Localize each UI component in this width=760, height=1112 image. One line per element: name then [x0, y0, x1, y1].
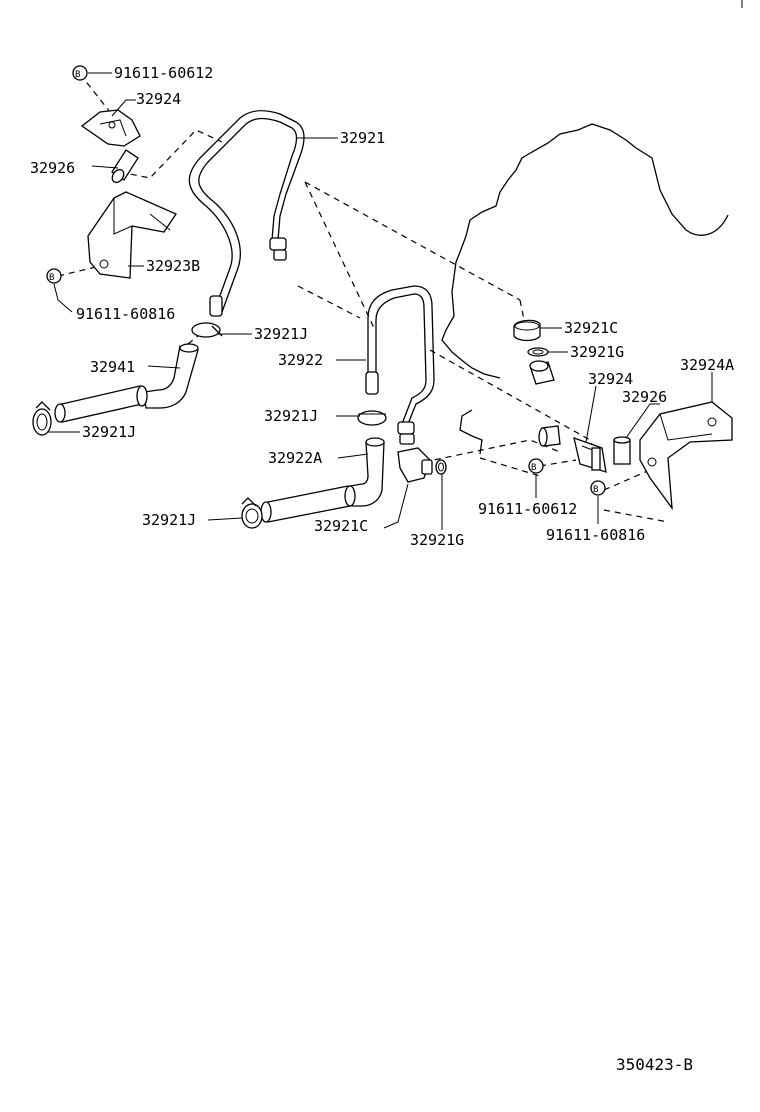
label-32921: 32921 — [340, 129, 385, 147]
bolt-91611-60612-top: B — [72, 65, 88, 81]
bracket-32924-right — [573, 436, 607, 473]
label-32941: 32941 — [90, 358, 135, 376]
svg-text:B: B — [593, 485, 598, 495]
clamp-32921J-3 — [357, 410, 387, 426]
bracket-32924A — [639, 401, 733, 511]
sleeve-32926-top — [111, 149, 139, 184]
clamp-32921J-2 — [32, 401, 52, 436]
label-91611-60816-right: 91611-60816 — [546, 526, 645, 544]
label-32921G-bottom: 32921G — [410, 531, 464, 549]
label-32924A: 32924A — [680, 356, 734, 374]
clamp-32921J-1 — [191, 322, 223, 338]
label-91611-60612-right: 91611-60612 — [478, 500, 577, 518]
label-32921J-1: 32921J — [254, 325, 308, 343]
pipe-32921 — [188, 110, 305, 317]
bracket-32923B — [87, 191, 177, 279]
bolt-91611-60612-right: B — [528, 458, 544, 474]
bracket-32924-top — [80, 109, 141, 147]
union-32921C-elbow — [397, 447, 433, 483]
hose-32922A — [260, 437, 385, 523]
callout-labels: 91611-60612 32924 32921 32926 32923B 916… — [30, 64, 734, 549]
gasket-32921G-right — [527, 347, 549, 357]
transmission-outline — [441, 0, 743, 455]
figure-id: 350423-B — [616, 1055, 693, 1074]
svg-text:B: B — [49, 273, 54, 283]
clamp-32921J-4 — [241, 497, 263, 529]
label-32922: 32922 — [278, 351, 323, 369]
hose-stub-transmission — [529, 360, 561, 447]
label-32924-right: 32924 — [588, 370, 633, 388]
label-32921J-2: 32921J — [264, 407, 318, 425]
label-32921G-right: 32921G — [570, 343, 624, 361]
svg-text:B: B — [75, 70, 80, 80]
label-32926-top: 32926 — [30, 159, 75, 177]
label-32923B: 32923B — [146, 257, 200, 275]
label-32926-right: 32926 — [622, 388, 667, 406]
label-32922A: 32922A — [268, 449, 322, 467]
sleeve-32926-right — [613, 436, 631, 465]
union-32921C-right — [513, 319, 541, 342]
label-32921C-bottom: 32921C — [314, 517, 368, 535]
hose-32941 — [54, 343, 199, 423]
pipe-32922 — [365, 285, 435, 445]
label-32921C-right: 32921C — [564, 319, 618, 337]
label-32921J-4: 32921J — [142, 511, 196, 529]
bolt-91611-60816-right: B — [590, 480, 606, 496]
label-91611-60816-left: 91611-60816 — [76, 305, 175, 323]
gasket-32921G-bottom — [435, 459, 447, 475]
label-91611-60612-top: 91611-60612 — [114, 64, 213, 82]
svg-text:B: B — [531, 463, 536, 473]
label-32924-top: 32924 — [136, 90, 181, 108]
leader-lines — [48, 72, 713, 530]
label-32921J-3: 32921J — [82, 423, 136, 441]
bolt-91611-60816-left: B — [46, 268, 62, 284]
